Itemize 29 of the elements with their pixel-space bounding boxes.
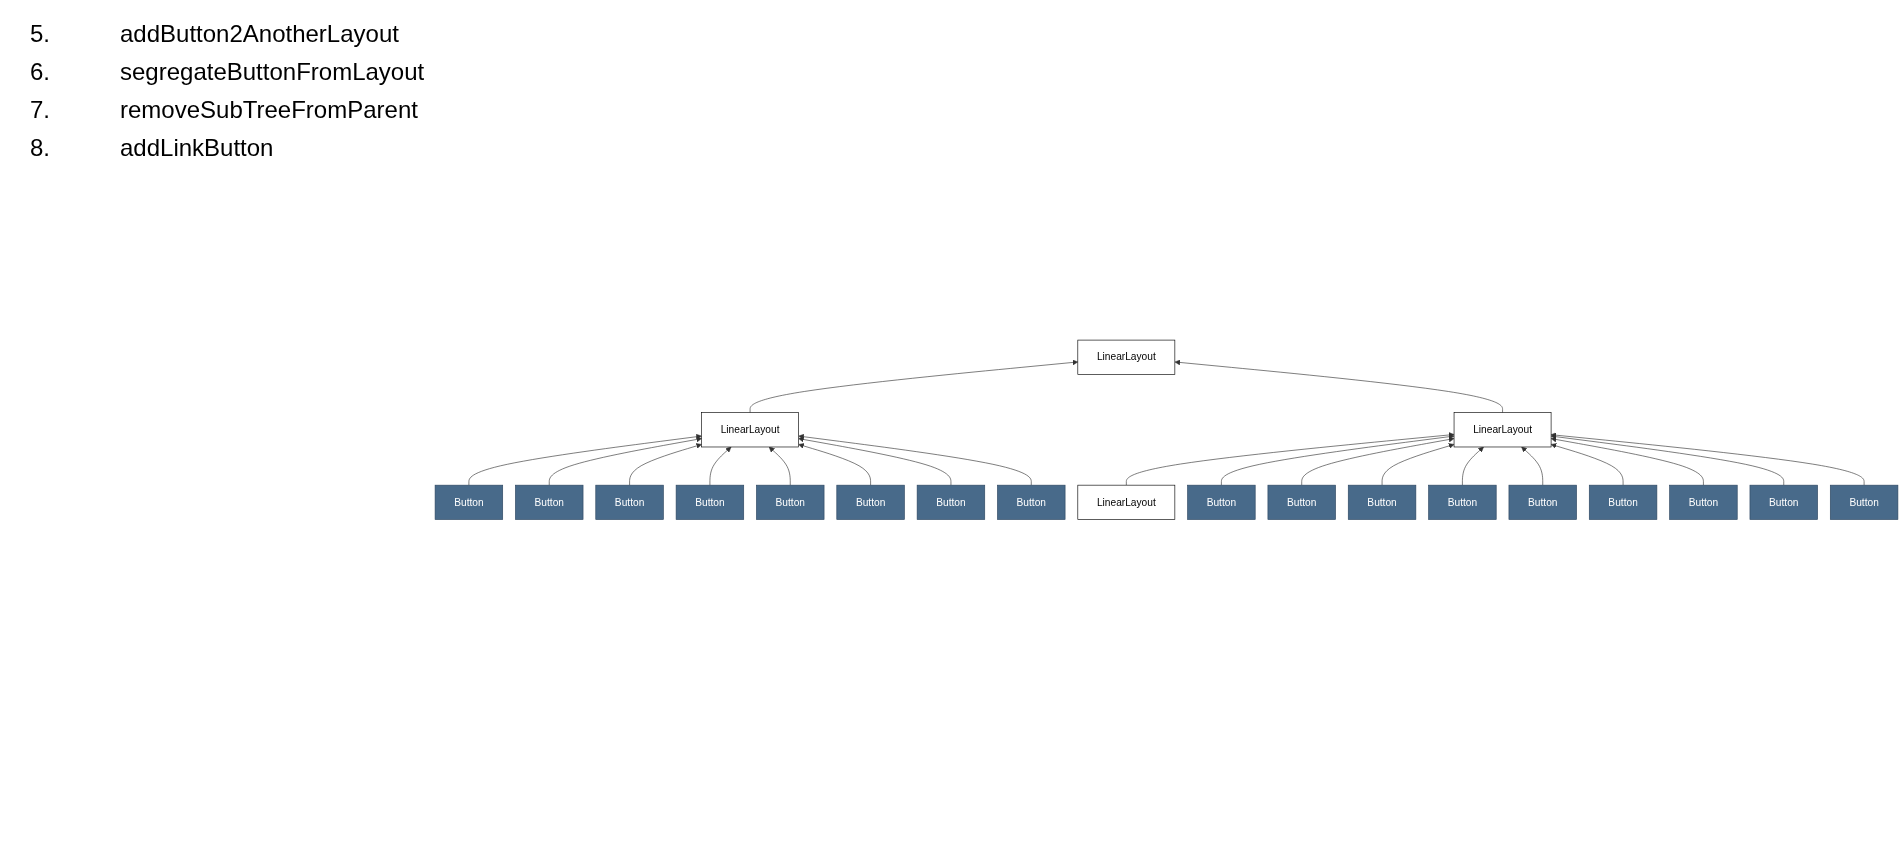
node-box: Button — [434, 485, 504, 521]
method-name: segregateButtonFromLayout — [120, 58, 425, 86]
node-box: LinearLayout — [1453, 412, 1552, 448]
node-box: LinearLayout — [701, 412, 799, 448]
node-box: Button — [1267, 485, 1336, 521]
method-name: removeSubTreeFromParent — [120, 96, 419, 124]
node-box: Button — [675, 485, 745, 521]
method-name: addButton2AnotherLayout — [120, 20, 400, 48]
list-number: 5. — [30, 20, 51, 48]
node-box: Button — [997, 485, 1066, 521]
node-box: Button — [1829, 485, 1899, 521]
method-name: addLinkButton — [120, 134, 275, 162]
list-number: 8. — [30, 134, 51, 162]
node-box: Button — [1347, 485, 1417, 521]
list-number: 7. — [30, 96, 51, 124]
node-box: Button — [1508, 485, 1577, 521]
node-box: LinearLayout — [1077, 485, 1176, 521]
node-box: Button — [1749, 485, 1818, 521]
node-box: Button — [1428, 485, 1497, 521]
node-box: Button — [515, 485, 584, 521]
node-box: Button — [1588, 485, 1658, 521]
node-box: Button — [836, 485, 905, 521]
list-number: 6. — [30, 58, 51, 86]
node-box: Button — [595, 485, 664, 521]
node-box: Button — [1669, 485, 1738, 521]
node-box: LinearLayout — [1077, 339, 1176, 375]
node-box: Button — [756, 485, 825, 521]
node-box: Button — [916, 485, 986, 521]
node-box: Button — [1187, 485, 1256, 521]
